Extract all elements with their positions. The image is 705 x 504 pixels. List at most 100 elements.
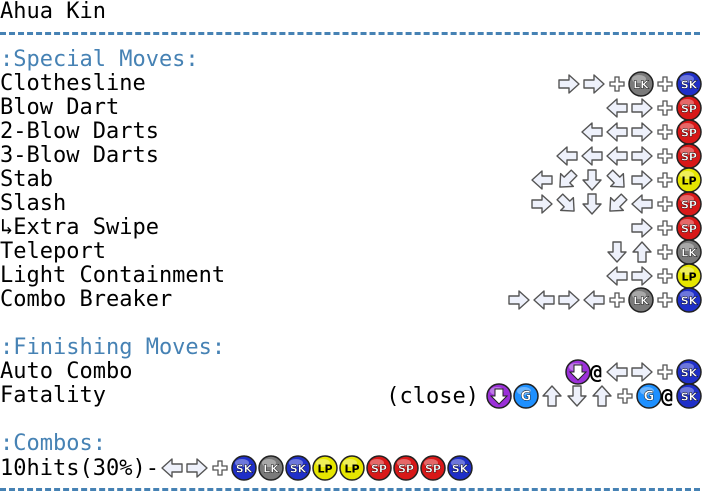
g-button-icon: G (636, 383, 662, 409)
svg-text:SP: SP (371, 463, 387, 476)
purple-down-button-icon (486, 383, 512, 409)
sp-button-icon: SP (676, 95, 702, 121)
svg-text:LK: LK (633, 295, 649, 308)
back-arrow-icon (605, 97, 629, 119)
section-title-combos: :Combos: (0, 431, 106, 456)
lk-button-icon: LK (628, 71, 654, 97)
up-arrow-icon (630, 241, 654, 263)
finishing-move-inputs: @ SK (565, 359, 702, 385)
svg-text:LP: LP (681, 175, 696, 188)
move-inputs: SP (580, 119, 702, 145)
plus-icon (609, 292, 625, 308)
range-note: (close) (386, 383, 479, 409)
finishing-move-name: Fatality (0, 383, 106, 408)
forward-arrow-icon (507, 289, 531, 311)
plus-icon (657, 196, 673, 212)
up-arrow-icon (540, 385, 564, 407)
sk-button-icon: SK (676, 383, 702, 409)
sp-button-icon: SP (393, 455, 419, 481)
back-arrow-icon (530, 169, 554, 191)
plus-icon (657, 292, 673, 308)
move-name: Light Containment (0, 263, 226, 288)
svg-text:SP: SP (398, 463, 414, 476)
svg-text:SP: SP (681, 103, 697, 116)
svg-text:SP: SP (681, 199, 697, 212)
forward-arrow-icon (630, 217, 654, 239)
move-inputs: LP (605, 263, 702, 289)
sk-button-icon: SK (676, 359, 702, 385)
combo-label: 10hits(30%)- (0, 455, 159, 481)
sk-button-icon: SK (676, 287, 702, 313)
section-title-special: :Special Moves: (0, 47, 199, 72)
sp-button-icon: SP (366, 455, 392, 481)
at-marker: @ (660, 384, 673, 408)
svg-text:G: G (521, 390, 532, 405)
section-title-finishing: :Finishing Moves: (0, 335, 226, 360)
sp-button-icon: SP (676, 215, 702, 241)
back-arrow-icon (605, 121, 629, 143)
sp-button-icon: SP (420, 455, 446, 481)
svg-text:SP: SP (681, 151, 697, 164)
lp-button-icon: LP (312, 455, 338, 481)
plus-icon (657, 148, 673, 164)
divider-bottom (0, 488, 700, 491)
back-arrow-icon (160, 457, 184, 479)
move-inputs: SP (605, 95, 702, 121)
down-arrow-icon (580, 193, 604, 215)
svg-text:SK: SK (236, 463, 253, 476)
down-arrow-icon (565, 385, 589, 407)
divider-top (0, 32, 700, 35)
plus-icon (657, 244, 673, 260)
move-name-extra: ↳Extra Swipe (0, 215, 159, 240)
back-arrow-icon (580, 121, 604, 143)
back-arrow-icon (555, 145, 579, 167)
move-inputs: LK (605, 239, 702, 265)
svg-text:SK: SK (681, 79, 698, 92)
down-forward-arrow-icon (605, 169, 629, 191)
plus-icon (617, 388, 633, 404)
sp-button-icon: SP (676, 143, 702, 169)
at-marker: @ (589, 360, 602, 384)
svg-text:LK: LK (681, 247, 697, 260)
plus-icon (657, 76, 673, 92)
forward-arrow-icon (185, 457, 209, 479)
svg-text:SK: SK (290, 463, 307, 476)
forward-arrow-icon (530, 193, 554, 215)
move-name: Blow Dart (0, 95, 120, 120)
plus-icon (657, 100, 673, 116)
sk-button-icon: SK (447, 455, 473, 481)
character-name: Ahua Kin (0, 0, 106, 24)
plus-icon (212, 460, 228, 476)
move-inputs: SP (555, 143, 702, 169)
lk-button-icon: LK (628, 287, 654, 313)
svg-text:SP: SP (681, 223, 697, 236)
move-inputs: SP (630, 215, 702, 241)
back-arrow-icon (605, 145, 629, 167)
forward-arrow-icon (582, 73, 606, 95)
lp-button-icon: LP (339, 455, 365, 481)
back-arrow-icon (605, 361, 629, 383)
forward-arrow-icon (630, 145, 654, 167)
svg-text:SK: SK (681, 295, 698, 308)
lp-button-icon: LP (676, 263, 702, 289)
plus-icon (657, 124, 673, 140)
plus-icon (657, 172, 673, 188)
forward-arrow-icon (630, 169, 654, 191)
sk-button-icon: SK (676, 71, 702, 97)
move-name: 3-Blow Darts (0, 143, 159, 168)
svg-text:SK: SK (681, 391, 698, 404)
forward-arrow-icon (630, 97, 654, 119)
back-arrow-icon (532, 289, 556, 311)
svg-text:LP: LP (344, 463, 359, 476)
move-inputs: SP (530, 191, 702, 217)
down-back-arrow-icon (605, 193, 629, 215)
move-name: Slash (0, 191, 67, 216)
svg-text:SP: SP (425, 463, 441, 476)
move-name: 2-Blow Darts (0, 119, 159, 144)
move-name: Teleport (0, 239, 106, 264)
plus-icon (657, 220, 673, 236)
move-name: Combo Breaker (0, 287, 173, 312)
back-arrow-icon (605, 265, 629, 287)
forward-arrow-icon (557, 73, 581, 95)
